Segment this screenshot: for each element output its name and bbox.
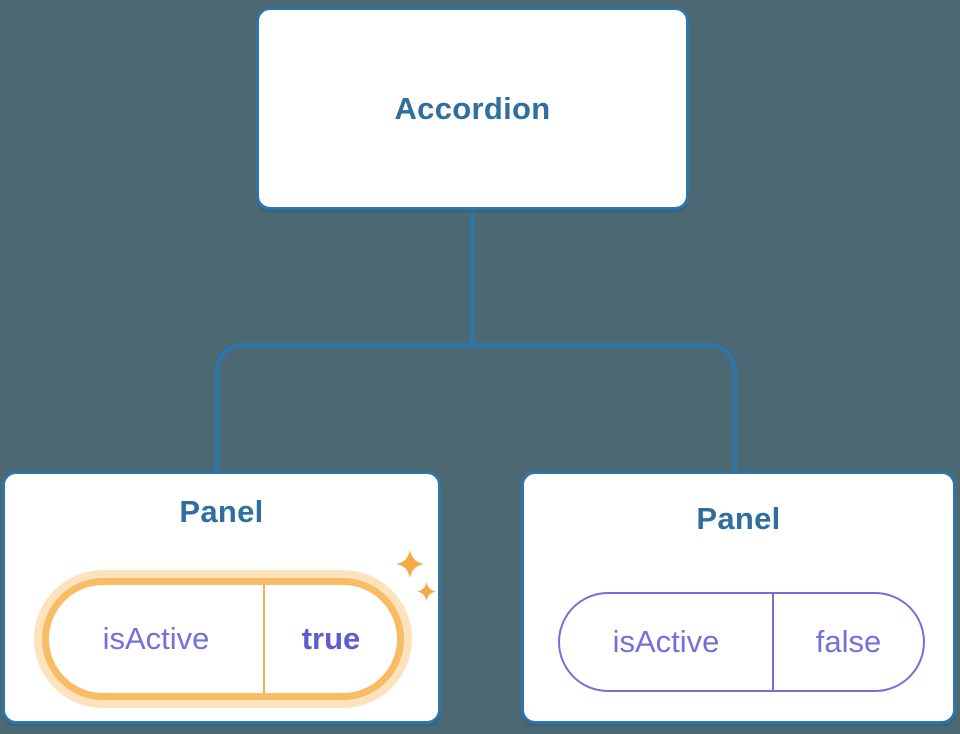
state-pill: isActive false [558, 592, 925, 692]
panel-node-active: Panel isActive true [2, 471, 441, 724]
state-name: isActive [49, 585, 265, 693]
state-pill-highlighted: isActive true [42, 578, 404, 700]
sparkle-icon [417, 582, 436, 601]
state-value: false [815, 624, 882, 659]
panel-title: Panel [179, 494, 264, 529]
panel-title: Panel [696, 501, 781, 536]
state-value: true [301, 621, 361, 656]
accordion-node: Accordion [256, 7, 689, 210]
panel-node-inactive: Panel isActive false [521, 471, 956, 724]
connector-fork [214, 342, 738, 473]
accordion-node-label: Accordion [394, 90, 551, 126]
sparkle-icon [396, 550, 424, 578]
state-name: isActive [560, 594, 774, 690]
